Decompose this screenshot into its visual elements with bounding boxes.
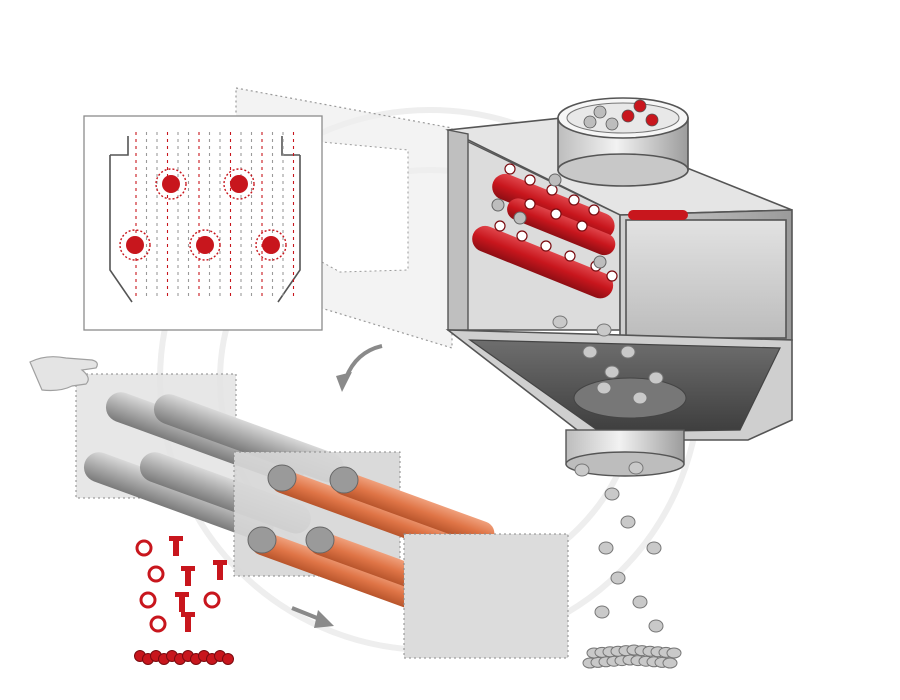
captured-particle [576, 220, 588, 232]
housing-left-wall [447, 129, 469, 331]
ferrous-bolt-head [213, 560, 227, 565]
captured-particle [540, 240, 552, 252]
falling-pellet [632, 595, 648, 609]
magnet-rod-red [472, 225, 614, 299]
outlet-cylinder-bottom [565, 451, 685, 477]
inset-rod [262, 236, 280, 254]
falling-pellet [604, 487, 620, 501]
falling-pellet [582, 345, 598, 359]
magnet-rods-with-contaminants [472, 173, 688, 299]
falling-pellet [646, 541, 662, 555]
clean-product-pile [582, 644, 682, 669]
orange-magnet-rod [251, 531, 426, 611]
cross-section-inset [83, 115, 323, 331]
curved-arrow-icon [336, 344, 383, 392]
right-arrow-icon [291, 606, 334, 628]
ferrous-nut [139, 591, 157, 609]
inset-rod [230, 175, 248, 193]
inset-magnet-rods [119, 168, 287, 261]
falling-pellet [628, 461, 644, 475]
inset-frame [83, 115, 323, 331]
ferrous-bolt [185, 568, 191, 586]
ferrous-nut [147, 565, 165, 583]
falling-pellet [604, 365, 620, 379]
falling-pellet [594, 605, 610, 619]
inset-rod [162, 175, 180, 193]
captured-particle [494, 220, 506, 232]
inlet-particle [621, 109, 635, 123]
inlet-particle [583, 115, 597, 129]
falling-pellet [598, 541, 614, 555]
ferrous-bolt [217, 562, 223, 580]
falling-pellet [648, 619, 664, 633]
magnet-rod-assembly [75, 373, 569, 659]
incoming-product-mix [583, 99, 659, 131]
ferrous-fragment [222, 653, 234, 665]
magnet-rod-red [507, 198, 616, 256]
falling-pellet [620, 345, 636, 359]
funnel-outlet-hole [573, 377, 687, 419]
ferrous-bolt-head [169, 536, 183, 541]
ferrous-bolt-head [181, 566, 195, 571]
ferrous-bolt [185, 614, 191, 632]
inlet-particle [605, 117, 619, 131]
assembly-front-plate [403, 533, 569, 659]
captured-particle [606, 270, 618, 282]
captured-particle [524, 198, 536, 210]
captured-particle [524, 174, 536, 186]
ferrous-nut [203, 591, 221, 609]
ferrous-nut [149, 615, 167, 633]
pile-pellet [662, 657, 678, 669]
inset-flow-lines [135, 132, 295, 300]
captured-particle [546, 184, 558, 196]
product-pellet [491, 198, 505, 212]
clean-product-stream [552, 315, 664, 633]
separator-housing [445, 97, 793, 477]
falling-pellet [620, 515, 636, 529]
rod-sockets [247, 464, 359, 554]
inlet-particle [645, 113, 659, 127]
magnet-rod-red [628, 210, 688, 220]
captured-particle [588, 204, 600, 216]
orange-magnet-rod [271, 469, 465, 555]
ferrous-nut [135, 539, 153, 557]
orange-magnet-rod [333, 471, 495, 546]
inset-rod [126, 236, 144, 254]
inlet-particle [593, 105, 607, 119]
captured-contaminants [491, 163, 618, 282]
product-pellet [593, 255, 607, 269]
ferrous-bolt [179, 594, 185, 612]
falling-pellet [574, 463, 590, 477]
inset-hopper-outline [109, 136, 301, 303]
falling-pellet [648, 371, 664, 385]
captured-particle [564, 250, 576, 262]
falling-pellet [552, 315, 568, 329]
captured-particle [550, 208, 562, 220]
falling-pellet [596, 323, 612, 337]
inset-rod [196, 236, 214, 254]
housing-access-door [625, 219, 787, 339]
captured-particle [516, 230, 528, 242]
hand-icon [29, 356, 98, 392]
product-pellet [548, 173, 562, 187]
falling-pellet [632, 391, 648, 405]
ferrous-bolt [173, 538, 179, 556]
ferrous-bolt-head [181, 612, 195, 617]
product-pellet [513, 211, 527, 225]
inlet-particle [633, 99, 647, 113]
pile-pellet [666, 647, 682, 659]
gray-magnet-rod [83, 452, 274, 541]
captured-particle [504, 163, 516, 175]
captured-particle [568, 194, 580, 206]
falling-pellet [596, 381, 612, 395]
removed-ferrous-contaminants [134, 536, 234, 665]
inlet-cylinder-bottom [557, 153, 689, 187]
ferrous-bolt-head [175, 592, 189, 597]
falling-pellet [610, 571, 626, 585]
